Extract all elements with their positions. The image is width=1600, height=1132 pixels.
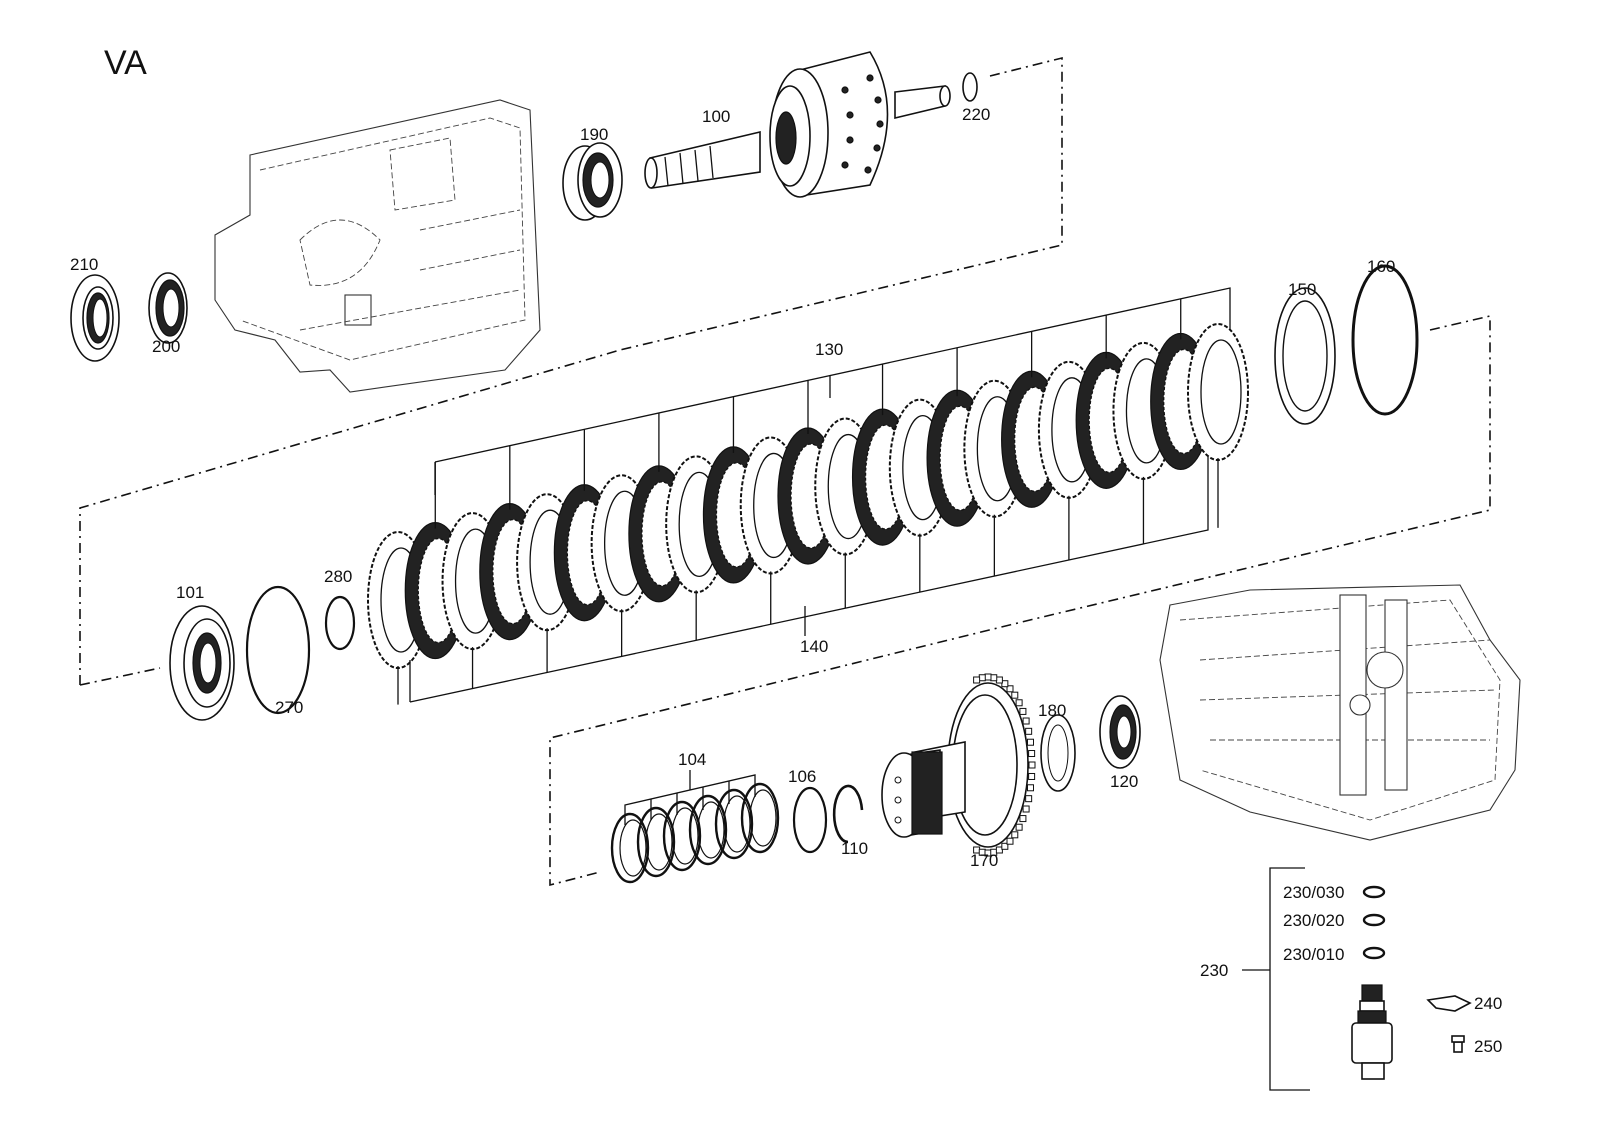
seal-ring-210 <box>70 274 120 362</box>
clutch-shaft-drum-100 <box>644 51 951 198</box>
bearing-120 <box>1099 695 1141 769</box>
solenoid-valve <box>1351 984 1393 1080</box>
o-ring-220 <box>962 72 978 102</box>
gear-tooth <box>1011 691 1019 699</box>
gear-tooth <box>1011 831 1019 839</box>
gear-tooth <box>1025 727 1033 735</box>
label-250: 250 <box>1474 1037 1502 1056</box>
label-150: 150 <box>1288 280 1316 299</box>
callout-bracket-130 <box>434 287 1231 529</box>
gear-tooth <box>995 676 1003 684</box>
o-ring-230-010 <box>1362 946 1386 960</box>
label-230-010: 230/010 <box>1283 945 1344 964</box>
snap-ring-160 <box>1351 264 1419 416</box>
label-240: 240 <box>1474 994 1502 1013</box>
gear-tooth <box>1015 823 1023 831</box>
gear-tooth <box>1022 805 1030 813</box>
gear-tooth <box>1028 772 1036 780</box>
spring-washer-inner <box>697 801 725 859</box>
steel-plate <box>1187 323 1249 461</box>
label-210: 210 <box>70 255 98 274</box>
gear-hub-170 <box>881 673 1036 857</box>
retaining-clip-240 <box>1426 995 1472 1012</box>
gear-tooth <box>995 846 1003 854</box>
label-120: 120 <box>1110 772 1138 791</box>
spring-washer <box>714 788 754 860</box>
gear-tooth <box>1019 815 1027 823</box>
spring-washer <box>636 806 676 878</box>
ring-106 <box>792 786 828 854</box>
o-ring-230-030 <box>1362 885 1386 899</box>
spring-washer <box>662 800 702 872</box>
gear-tooth <box>1006 685 1014 693</box>
seal-ring-280 <box>324 595 356 651</box>
gear-tooth <box>1022 717 1030 725</box>
gear-tooth <box>1019 707 1027 715</box>
seal-ring-270 <box>245 585 311 715</box>
label-200: 200 <box>152 337 180 356</box>
spring-washer-set-104 <box>610 782 780 884</box>
label-104: 104 <box>678 750 706 769</box>
label-190: 190 <box>580 125 608 144</box>
callout-bracket-140 <box>397 456 1219 705</box>
spring-washer <box>610 812 650 884</box>
gear-tooth <box>1001 842 1009 850</box>
gear-tooth <box>1006 837 1014 845</box>
label-140: 140 <box>800 637 828 656</box>
assembly-axis-lines <box>79 56 1491 887</box>
transmission-housing-upper <box>214 99 541 393</box>
label-130: 130 <box>815 340 843 359</box>
gear-tooth <box>1027 784 1035 792</box>
pressure-plate-150 <box>1274 287 1336 425</box>
gear-tooth <box>1015 699 1023 707</box>
label-230-020: 230/020 <box>1283 911 1344 930</box>
clutch-pack <box>367 323 1249 669</box>
label-100: 100 <box>702 107 730 126</box>
diagram-title: VA <box>104 44 147 82</box>
gear-tooth <box>1028 761 1036 769</box>
callout-bracket-104 <box>624 770 756 825</box>
label-230: 230 <box>1200 961 1228 980</box>
valve-kit-230 <box>1242 867 1472 1091</box>
spring-washer <box>688 794 728 866</box>
transmission-housing-lower <box>1159 584 1521 841</box>
label-170: 170 <box>970 851 998 870</box>
gear-tooth <box>1025 795 1033 803</box>
label-270: 270 <box>275 698 303 717</box>
spring-washer-inner <box>645 813 673 871</box>
spring-washer <box>740 782 780 854</box>
gear-tooth <box>1027 738 1035 746</box>
label-110: 110 <box>841 839 868 858</box>
shaft-seal-200 <box>148 272 188 344</box>
gear-tooth <box>984 673 992 681</box>
o-ring-230-020 <box>1362 913 1386 927</box>
gear-tooth <box>973 676 981 684</box>
gear-tooth <box>1001 680 1009 688</box>
gear-tooth <box>1028 750 1036 758</box>
label-280: 280 <box>324 567 352 586</box>
bearing-190 <box>562 142 623 221</box>
label-106: 106 <box>788 767 816 786</box>
label-160: 160 <box>1367 257 1395 276</box>
callout-labels: 100 190 220 210 200 130 150 160 101 280 … <box>70 105 1502 1056</box>
label-230-030: 230/030 <box>1283 883 1344 902</box>
spring-washer-inner <box>619 819 647 877</box>
label-180: 180 <box>1038 701 1066 720</box>
screw-250 <box>1451 1035 1465 1053</box>
gear-tooth <box>990 674 998 682</box>
piston-101 <box>169 605 235 721</box>
thrust-washer-180 <box>1040 714 1076 792</box>
circlip-110 <box>832 784 864 844</box>
label-101: 101 <box>176 583 204 602</box>
housing-port-plug <box>344 294 372 326</box>
gear-tooth <box>978 674 986 682</box>
spring-washer-inner <box>749 789 777 847</box>
spring-washer-inner <box>671 807 699 865</box>
label-220: 220 <box>962 105 990 124</box>
spring-washer-inner <box>723 795 751 853</box>
